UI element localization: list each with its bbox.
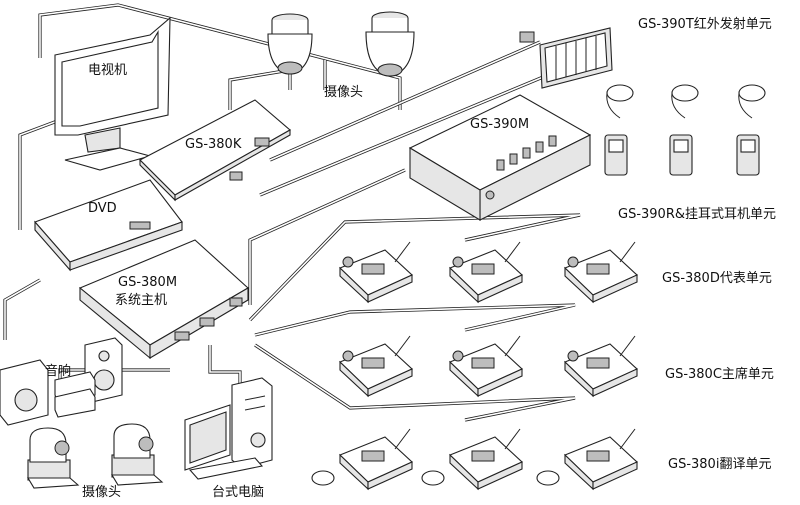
speaker-icon: [0, 359, 49, 426]
interpreter-unit-icon: [536, 428, 638, 491]
gs380k-controller-icon: [139, 99, 291, 202]
dvd-label: DVD: [88, 201, 117, 216]
desktop-computer-icon: [184, 377, 273, 480]
host-label: 系统主机: [115, 293, 167, 308]
receiver-headset-icon: [736, 84, 766, 176]
gs380m-host-icon: [78, 239, 249, 360]
speaker-label: 音响: [45, 363, 71, 379]
delegate-unit-icon: [449, 241, 523, 304]
ir-emitter-icon: [519, 27, 613, 89]
camera-bottom-label: 摄像头: [82, 485, 121, 500]
interpreter-unit-icon: [311, 428, 413, 491]
desktop-label: 台式电脑: [212, 485, 264, 500]
gs390m-label: GS-390M: [470, 117, 529, 132]
gs390m-transmitter-icon: [408, 94, 592, 221]
gs380k-label: GS-380K: [185, 137, 242, 152]
chairman-unit-icon: [564, 335, 638, 398]
chairman-unit-icon: [449, 335, 523, 398]
camera-top-label: 摄像头: [324, 85, 363, 100]
ptz-camera-icon: [111, 423, 164, 486]
ptz-camera-icon: [27, 427, 80, 489]
dvd-player-icon: [34, 179, 183, 272]
delegate-unit-icon: [564, 241, 638, 304]
camera-dome-icon: [365, 11, 415, 77]
gs390r-label: GS-390R&挂耳式耳机单元: [618, 207, 776, 222]
gs390t-label: GS-390T红外发射单元: [638, 16, 772, 32]
interpreter-unit-icon: [421, 428, 523, 491]
gs380i-label: GS-380i翻译单元: [668, 457, 771, 472]
gs380m-label: GS-380M: [118, 275, 177, 290]
camera-dome-icon: [267, 13, 313, 75]
tv-label: 电视机: [88, 63, 127, 78]
amplifier-icon: [54, 371, 96, 418]
receiver-headset-icon: [604, 84, 634, 176]
gs380d-label: GS-380D代表单元: [662, 271, 772, 286]
tv-icon: [54, 16, 171, 171]
receiver-headset-icon: [669, 84, 699, 176]
delegate-unit-icon: [339, 241, 413, 304]
chairman-unit-icon: [339, 335, 413, 398]
gs380c-label: GS-380C主席单元: [665, 366, 774, 382]
